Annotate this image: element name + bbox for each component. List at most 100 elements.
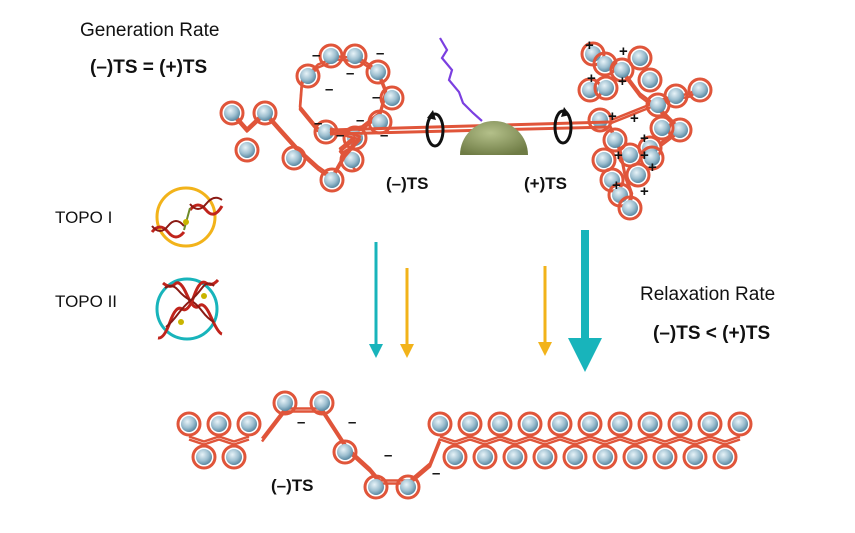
relaxed-dna-chain — [176, 390, 753, 500]
dna-chain-top-left — [219, 100, 362, 193]
svg-text:–: – — [376, 45, 384, 62]
dna-bead — [472, 444, 498, 470]
dna-bead — [592, 51, 618, 77]
dna-bead — [577, 411, 603, 437]
dna-bead — [592, 444, 618, 470]
svg-text:–: – — [348, 414, 356, 431]
dna-bead — [607, 411, 633, 437]
dna-bead — [667, 411, 693, 437]
dna-bead — [281, 145, 307, 171]
dna-bead — [625, 162, 651, 188]
dna-bead — [309, 390, 335, 416]
dna-bead — [652, 444, 678, 470]
dna-bead — [602, 127, 628, 153]
topo2-label: TOPO II — [55, 292, 118, 311]
svg-text:–: – — [346, 65, 354, 82]
dna-bead — [191, 444, 217, 470]
svg-text:–: – — [314, 115, 322, 132]
dna-bead — [682, 444, 708, 470]
svg-text:+: + — [608, 108, 617, 125]
relaxation-rate-title: Relaxation Rate — [640, 284, 776, 305]
svg-text:–: – — [312, 47, 320, 64]
dna-bead — [697, 411, 723, 437]
dna-bead — [332, 439, 358, 465]
relaxation-rate-formula: (–)TS < (+)TS — [653, 323, 771, 344]
rotation-arrow-left-icon — [425, 110, 445, 148]
dna-bead — [593, 75, 619, 101]
topo1-relaxation-arrow-neg — [400, 268, 414, 358]
dna-bead — [219, 100, 245, 126]
dna-bead — [627, 45, 653, 71]
topo1-enzyme-icon — [150, 186, 224, 248]
svg-text:+: + — [618, 73, 627, 90]
dna-bead — [342, 43, 368, 69]
dna-bead — [457, 411, 483, 437]
svg-text:+: + — [587, 70, 596, 87]
dna-bead — [687, 77, 713, 103]
positive-supercoil-cluster — [577, 41, 713, 221]
dna-bead — [649, 115, 675, 141]
dna-bead — [622, 444, 648, 470]
svg-text:–: – — [372, 89, 380, 106]
dna-bead — [295, 63, 321, 89]
dna-bead — [609, 57, 635, 83]
dna-bead — [395, 474, 421, 500]
generation-rate-title: Generation Rate — [80, 20, 220, 41]
dna-bead — [427, 411, 453, 437]
dna-bead — [313, 119, 339, 145]
bottom-negative-supercoil-label: (–)TS — [271, 476, 314, 495]
dna-bead — [727, 411, 753, 437]
positive-supercoil-label: (+)TS — [524, 174, 567, 193]
dna-bead — [547, 411, 573, 437]
template-dna-strand — [329, 120, 611, 136]
topo1-label: TOPO I — [55, 208, 113, 227]
dna-bead — [442, 444, 468, 470]
svg-text:+: + — [648, 159, 657, 176]
svg-text:+: + — [619, 43, 628, 60]
dna-bead — [176, 411, 202, 437]
dna-bead — [562, 444, 588, 470]
dna-bead — [637, 67, 663, 93]
dna-bead — [252, 100, 278, 126]
topo2-relaxation-arrow-pos — [568, 230, 602, 372]
svg-text:+: + — [640, 130, 649, 147]
topo1-relaxation-arrow-pos — [538, 266, 552, 356]
rotation-arrow-right-icon — [553, 107, 573, 145]
dna-bead — [365, 59, 391, 85]
rna-transcript — [439, 37, 483, 122]
svg-text:+: + — [640, 147, 649, 164]
topo2-enzyme-icon — [155, 277, 223, 341]
svg-text:–: – — [380, 127, 388, 144]
dna-bead — [318, 43, 344, 69]
generation-rate-formula: (–)TS = (+)TS — [90, 57, 208, 78]
dna-bead — [221, 444, 247, 470]
svg-text:–: – — [356, 112, 364, 129]
dna-bead — [517, 411, 543, 437]
dna-bead — [502, 444, 528, 470]
dna-bead — [379, 85, 405, 111]
dna-bead — [617, 195, 643, 221]
dna-bead — [663, 83, 689, 109]
rna-polymerase — [460, 121, 528, 155]
supercoil-signs: –––––––––––––++++++++++++ — [297, 37, 657, 482]
dna-bead — [206, 411, 232, 437]
svg-text:+: + — [640, 183, 649, 200]
dna-bead — [639, 145, 665, 171]
svg-text:+: + — [630, 110, 639, 127]
svg-text:+: + — [614, 147, 623, 164]
svg-text:–: – — [336, 127, 344, 144]
dna-bead — [587, 107, 613, 133]
svg-text:–: – — [325, 81, 333, 98]
svg-text:+: + — [612, 177, 621, 194]
svg-text:–: – — [432, 465, 440, 482]
svg-text:–: – — [297, 414, 305, 431]
dna-bead — [236, 411, 262, 437]
dna-bead — [532, 444, 558, 470]
dna-bead — [319, 167, 345, 193]
dna-bead — [234, 137, 260, 163]
dna-bead — [637, 411, 663, 437]
svg-text:+: + — [585, 37, 594, 54]
dna-bead — [487, 411, 513, 437]
dna-bead — [712, 444, 738, 470]
